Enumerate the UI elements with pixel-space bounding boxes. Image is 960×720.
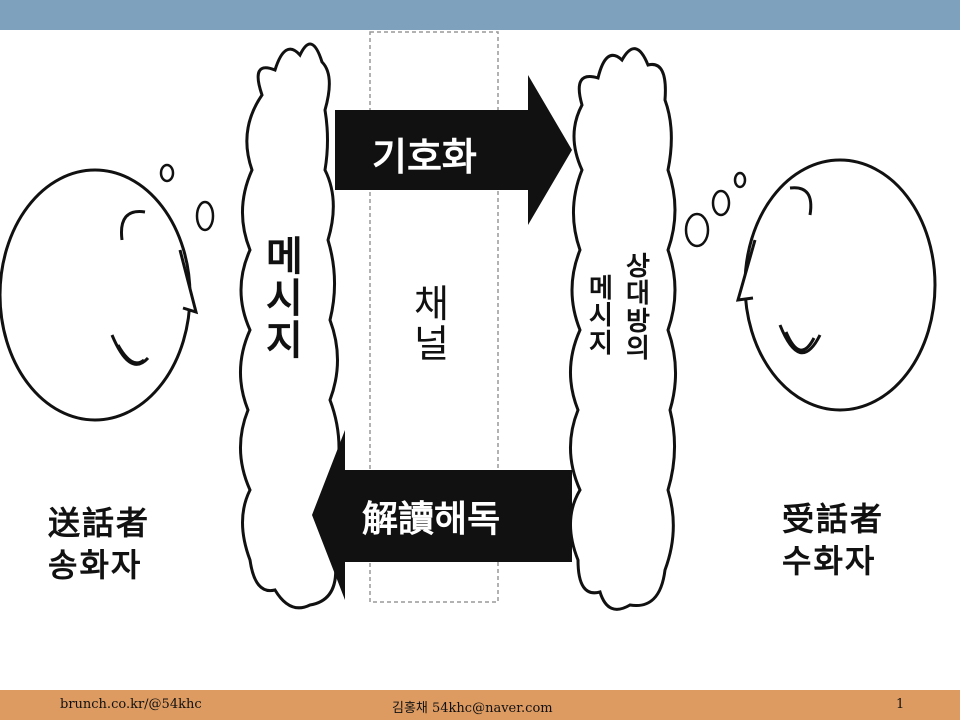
sender-hanja-label: 送話者 [48, 504, 151, 542]
sender-thought-bubbles [159, 163, 215, 232]
receiver-message-char: 상 [626, 252, 650, 282]
sender-message-char: 지 [266, 318, 303, 364]
footer-bar: brunch.co.kr/@54khc 김홍채 54khc@naver.com … [0, 690, 960, 720]
receiver-hanja-label: 受話者 [782, 500, 885, 538]
decode-arrow-label: 解讀해독 [362, 498, 501, 540]
sender-face [0, 168, 199, 422]
receiver-message-text-col1: 메 시 지 [589, 274, 613, 359]
receiver-message-char: 대 [626, 279, 650, 310]
sender-message-text: 메 시 지 [266, 236, 303, 362]
receiver-message-char: 의 [626, 333, 650, 364]
sender-message-char: 메 [266, 234, 303, 280]
receiver-message-char: 메 [589, 274, 613, 304]
channel-char: 채 [414, 282, 449, 326]
receiver-message-cloud [568, 47, 677, 611]
footer-site-link[interactable]: brunch.co.kr/@54khc [60, 697, 202, 712]
receiver-message-text-col2: 상 대 방 의 [626, 252, 650, 364]
footer-author-email: 김홍채 54khc@naver.com [392, 701, 553, 716]
receiver-message-char: 시 [589, 301, 613, 332]
decode-arrow [312, 430, 572, 600]
channel-text: 채 널 [414, 282, 449, 366]
footer-page-number: 1 [896, 697, 905, 712]
communication-diagram [0, 31, 937, 611]
sender-message-char: 시 [266, 276, 303, 322]
title-band [0, 0, 960, 30]
sender-hangul-label: 송화자 [48, 546, 143, 584]
encode-arrow [335, 75, 572, 225]
receiver-hangul-label: 수화자 [782, 542, 877, 580]
receiver-message-char: 지 [589, 328, 613, 359]
receiver-message-char: 방 [626, 306, 650, 337]
encode-arrow-label: 기호화 [372, 135, 477, 179]
receiver-thought-bubbles [684, 171, 747, 248]
channel-char: 널 [414, 321, 449, 366]
receiver-face [735, 158, 937, 412]
